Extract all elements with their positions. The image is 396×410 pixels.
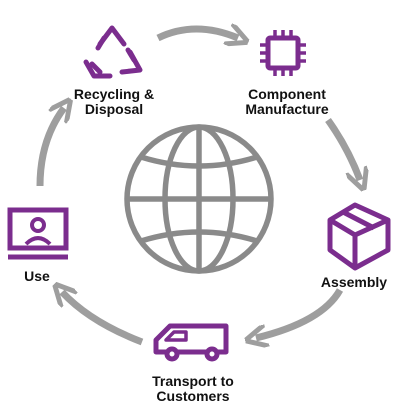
cycle-arrows [36,29,360,346]
arrow-assembly-to-transport [256,288,344,338]
arrow-component-to-assembly [325,117,360,180]
arrow-recycling-to-component [156,29,238,38]
stage-transport-label: Transport to Customers [152,373,234,404]
van-icon [153,323,229,362]
recycle-icon [83,25,143,79]
stage-assembly-label: Assembly [320,274,388,290]
stage-recycling-disposal-label: Recycling & Disposal [73,86,155,117]
box-icon [327,202,391,271]
arrow-use-to-recycling [36,108,64,187]
chip-icon [260,30,306,76]
globe-icon [124,124,274,274]
monitor-user-icon [7,207,69,260]
stage-use-label: Use [24,268,50,284]
arrow-transport-to-use [62,292,144,346]
stage-component-manufacture-label: Component Manufacture [245,86,329,117]
